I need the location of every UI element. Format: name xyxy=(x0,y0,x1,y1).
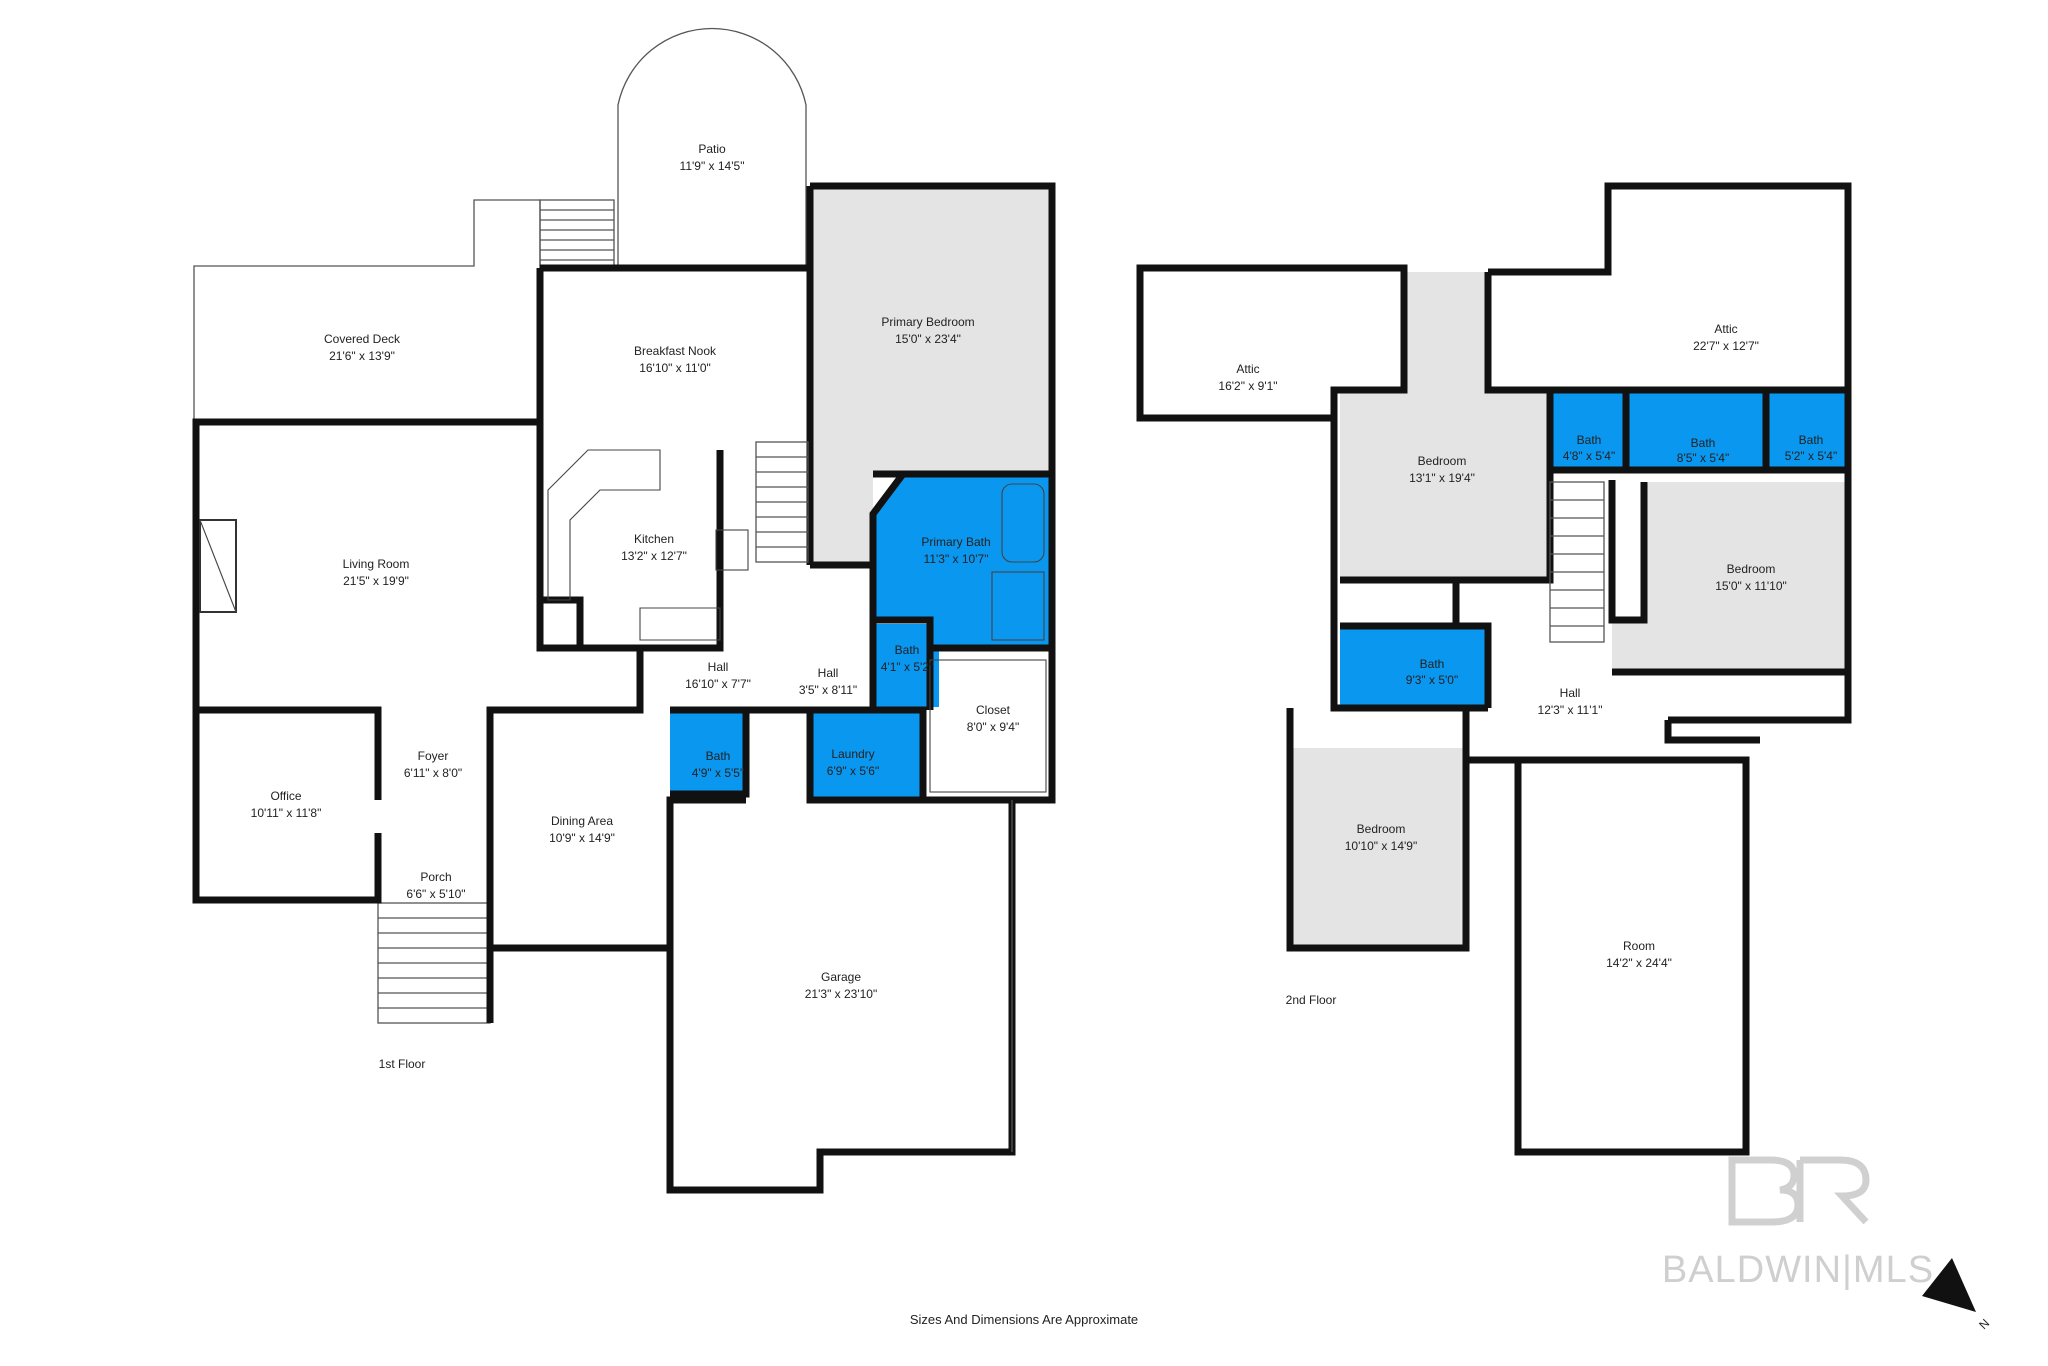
room-dims: 16'2" x 9'1" xyxy=(1218,379,1277,393)
room-name: Bath xyxy=(895,643,920,657)
room-dims: 14'2" x 24'4" xyxy=(1606,956,1672,970)
room-name: Garage xyxy=(821,970,861,984)
room-dims: 10'10" x 14'9" xyxy=(1345,839,1418,853)
room-dims: 12'3" x 11'1" xyxy=(1538,703,1603,717)
floor-1-label: 1st Floor xyxy=(379,1057,426,1071)
room-dims: 5'2" x 5'4" xyxy=(1785,449,1837,463)
room-dims: 10'9" x 14'9" xyxy=(549,831,615,845)
room-name: Dining Area xyxy=(551,814,613,828)
floor-1-walls xyxy=(192,182,1056,1194)
approximate-dimensions-note: Sizes And Dimensions Are Approximate xyxy=(910,1312,1138,1327)
interior-stairs xyxy=(755,441,809,563)
compass-letter: N xyxy=(1976,1316,1992,1332)
primary-bedroom-fill xyxy=(810,186,1052,565)
room-name: Hall xyxy=(708,660,729,674)
room-dims: 6'6" x 5'10" xyxy=(406,887,465,901)
room-dims: 6'11" x 8'0" xyxy=(404,766,462,780)
room-name: Bath xyxy=(1799,433,1824,447)
room-dims: 15'0" x 11'10" xyxy=(1715,579,1787,593)
room-name: Closet xyxy=(976,703,1011,717)
room-name: Primary Bath xyxy=(921,535,990,549)
room-name: Bedroom xyxy=(1418,454,1467,468)
room-dims: 10'11" x 11'8" xyxy=(251,806,322,820)
floor-1-labels: Patio 11'9" x 14'5" Covered Deck 21'6" x… xyxy=(251,142,1020,1001)
room-name: Living Room xyxy=(343,557,410,571)
stove-icon xyxy=(715,529,749,571)
room-dims: 15'0" x 23'4" xyxy=(895,332,961,346)
bath-hall-fill xyxy=(670,710,746,794)
patio-outline xyxy=(617,27,807,268)
bath-2b-fill xyxy=(1626,390,1766,470)
room-dims: 11'9" x 14'5" xyxy=(680,159,745,173)
baldwin-mls-watermark: BALDWIN|MLS xyxy=(1662,1156,1934,1291)
room-dims: 13'1" x 19'4" xyxy=(1409,471,1475,485)
front-stairs xyxy=(377,902,491,1024)
floor-2-labels: Attic 16'2" x 9'1" Attic 22'7" x 12'7" B… xyxy=(1218,322,1837,970)
floor-2-plan: Attic 16'2" x 9'1" Attic 22'7" x 12'7" B… xyxy=(1136,182,1852,1156)
bath-2a-fill xyxy=(1550,390,1626,470)
room-name: Bedroom xyxy=(1727,562,1776,576)
fireplace-icon xyxy=(199,519,237,613)
bedroom-a-fill xyxy=(1340,272,1550,580)
room-dims: 22'7" x 12'7" xyxy=(1693,339,1759,353)
room-name: Bath xyxy=(1577,433,1602,447)
room-name: Foyer xyxy=(418,749,449,763)
bath-2c-fill xyxy=(1766,390,1848,470)
kitchen-counter xyxy=(547,449,661,601)
kitchen-island xyxy=(639,607,721,641)
room-dims: 4'9" x 5'5" xyxy=(692,766,744,780)
room-name: Bedroom xyxy=(1357,822,1406,836)
deck-stairs xyxy=(539,199,615,269)
room-name: Office xyxy=(270,789,301,803)
room-dims: 8'5" x 5'4" xyxy=(1677,451,1729,465)
room-name: Hall xyxy=(818,666,839,680)
room-dims: 4'8" x 5'4" xyxy=(1563,449,1615,463)
room-dims: 9'3" x 5'0" xyxy=(1406,673,1458,687)
room-dims: 3'5" x 8'11" xyxy=(799,683,857,697)
laundry-fill xyxy=(810,710,923,800)
room-name: Bath xyxy=(1691,436,1716,450)
floor-1-plan: Patio 11'9" x 14'5" Covered Deck 21'6" x… xyxy=(192,27,1056,1194)
room-name: Primary Bedroom xyxy=(881,315,974,329)
room-dims: 21'6" x 13'9" xyxy=(329,349,395,363)
primary-bath-fill xyxy=(873,474,1052,648)
br-logo-icon xyxy=(1728,1156,1870,1226)
brand-text: BALDWIN|MLS xyxy=(1662,1249,1934,1291)
closet-shelf xyxy=(929,659,1047,793)
room-dims: 16'10" x 7'7" xyxy=(685,677,751,691)
room-dims: 8'0" x 9'4" xyxy=(967,720,1019,734)
room-name: Covered Deck xyxy=(324,332,401,346)
room-name: Patio xyxy=(698,142,726,156)
room-dims: 21'5" x 19'9" xyxy=(343,574,409,588)
room-dims: 4'1" x 5'2" xyxy=(881,660,933,674)
bathtub-icon xyxy=(1001,483,1045,563)
covered-deck-outline xyxy=(193,199,541,422)
floor-2-walls xyxy=(1136,182,1852,1156)
bedroom-c-fill xyxy=(1292,748,1466,948)
floor-2-label: 2nd Floor xyxy=(1286,993,1337,1007)
room-name: Attic xyxy=(1714,322,1737,336)
bedroom-b-fill xyxy=(1612,482,1848,672)
room-dims: 21'3" x 23'10" xyxy=(805,987,878,1001)
room-name: Porch xyxy=(420,870,451,884)
room-dims: 6'9" x 5'6" xyxy=(827,764,879,778)
room-name: Bath xyxy=(1420,657,1445,671)
room-dims: 13'2" x 12'7" xyxy=(621,549,687,563)
room-name: Bath xyxy=(706,749,731,763)
room-name: Room xyxy=(1623,939,1655,953)
room-dims: 16'10" x 11'0" xyxy=(639,361,711,375)
room-name: Attic xyxy=(1236,362,1259,376)
room-name: Laundry xyxy=(831,747,874,761)
room-name: Breakfast Nook xyxy=(634,344,717,358)
room-name: Kitchen xyxy=(634,532,674,546)
room-name: Hall xyxy=(1560,686,1581,700)
fireplace-hatch xyxy=(199,519,237,613)
room-dims: 11'3" x 10'7" xyxy=(924,552,989,566)
bath-2d-fill xyxy=(1340,626,1488,708)
floor-2-stairs xyxy=(1549,481,1605,643)
shower-icon xyxy=(991,571,1045,641)
